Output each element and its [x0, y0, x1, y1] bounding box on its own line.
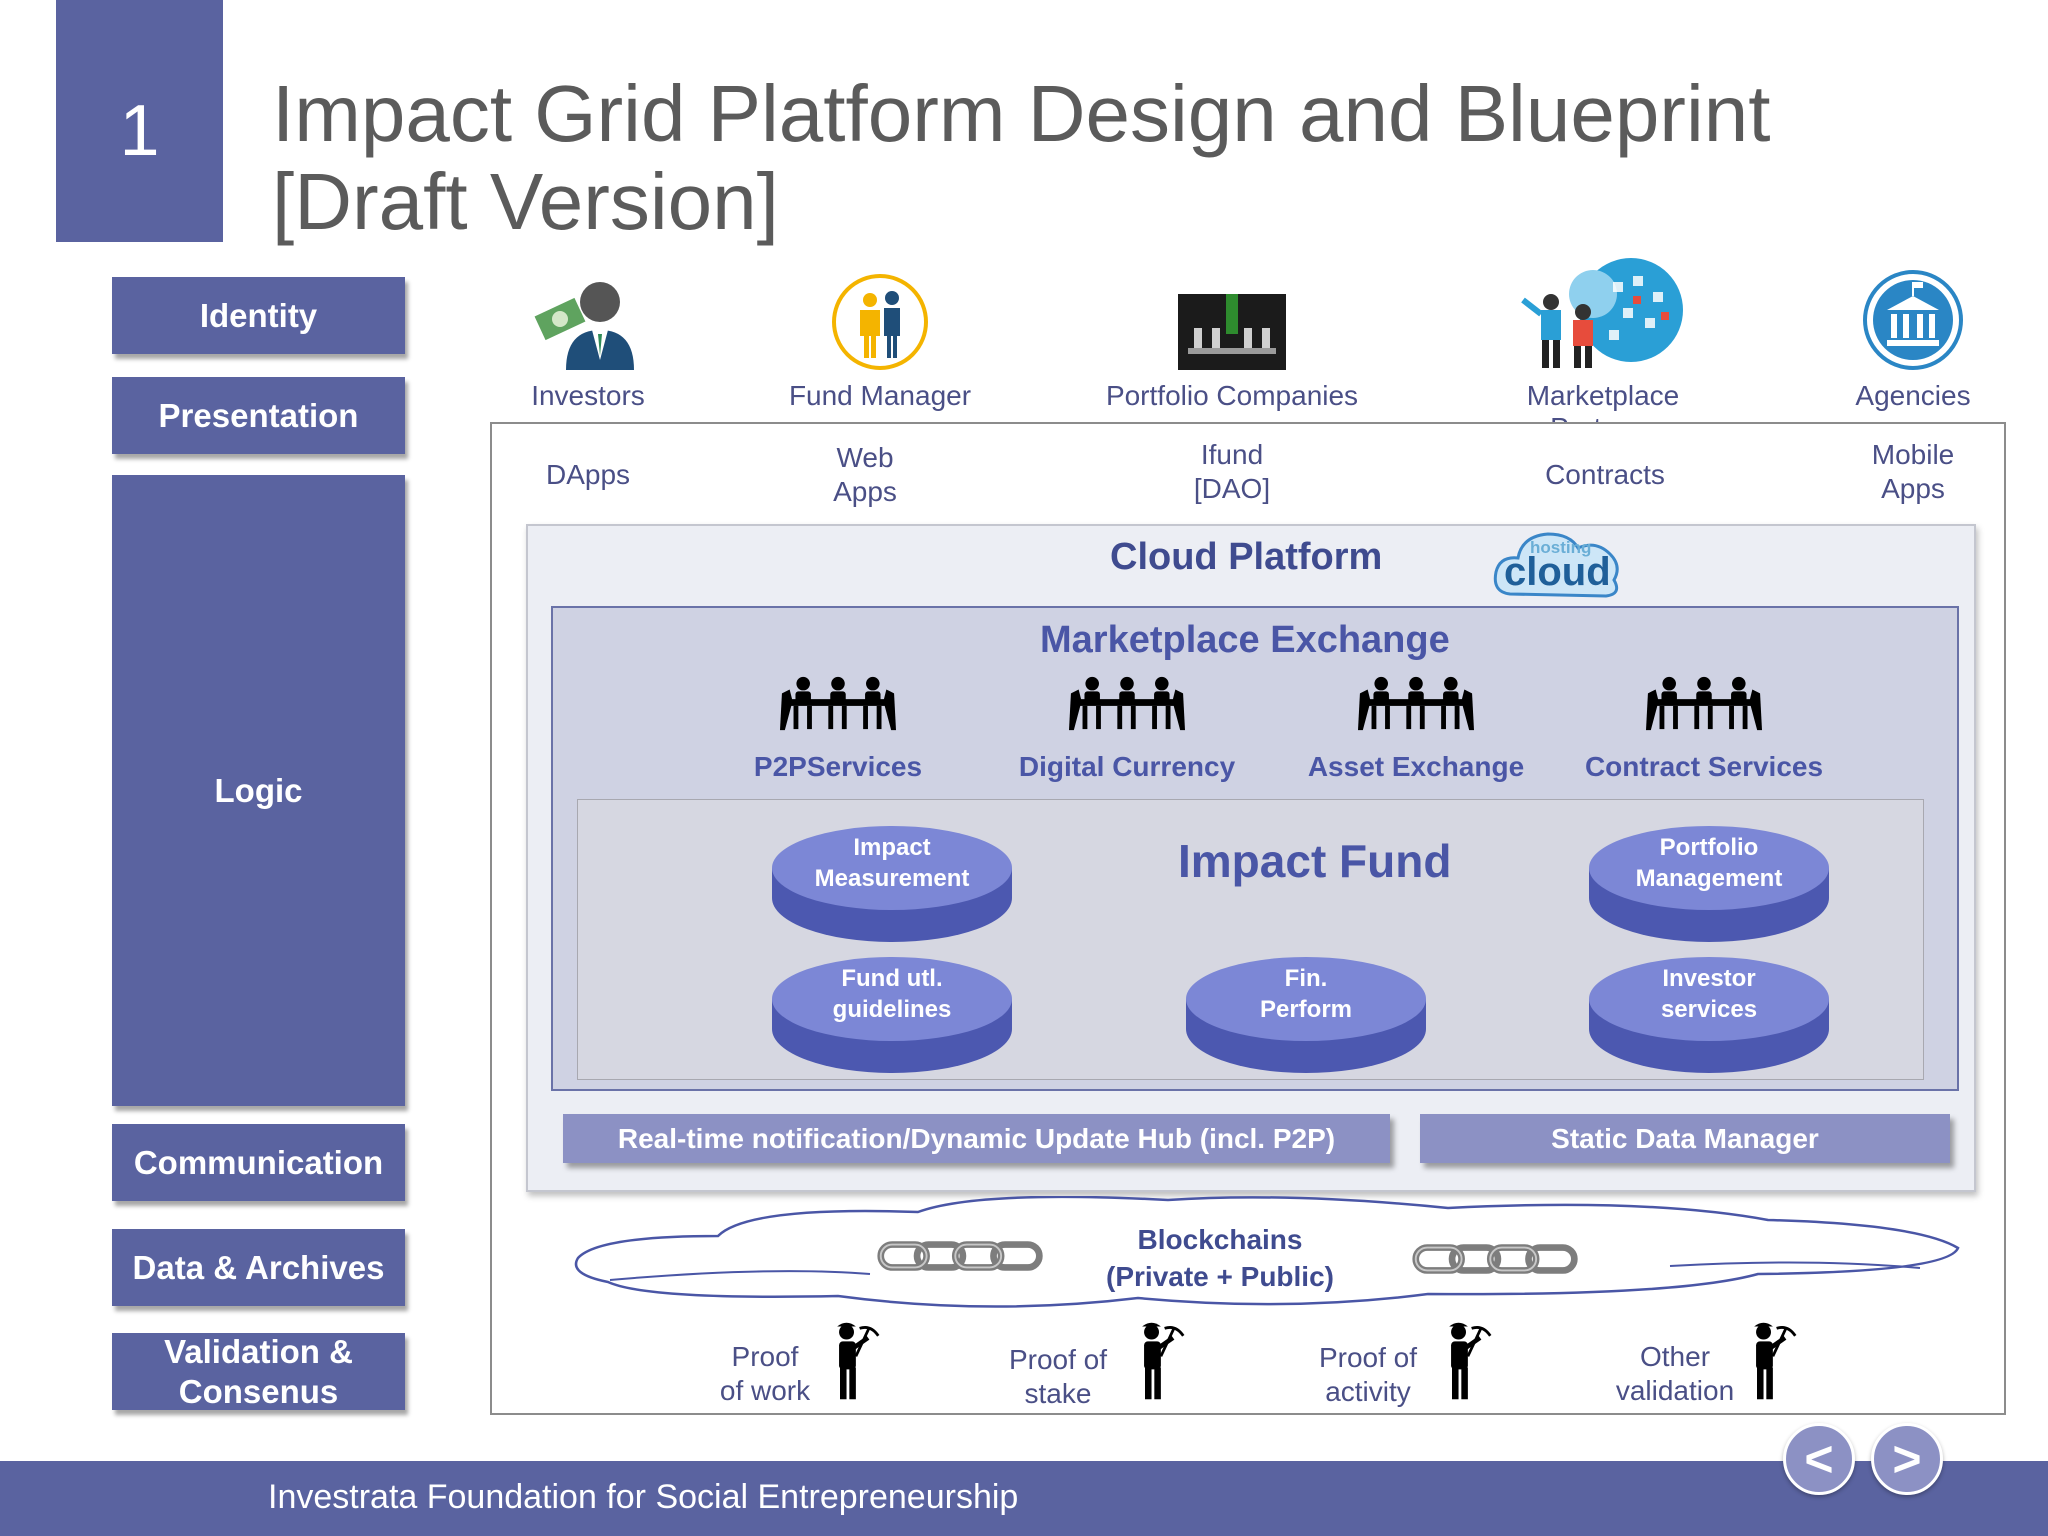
fund-manager-icon	[750, 260, 1010, 372]
layer-communication: Communication	[112, 1124, 405, 1201]
blockchain-label-line-2: (Private + Public)	[1106, 1261, 1334, 1292]
miner-icon	[1743, 1318, 1799, 1404]
module-investor-services-line-2: services	[1660, 996, 1758, 1023]
prev-slide-button[interactable]: <	[1783, 1423, 1855, 1495]
actor-fund-manager-label: Fund Manager	[788, 380, 972, 411]
impact-fund-title: Impact Fund	[1178, 835, 1452, 887]
validation-pos-line-1: Proof of	[1008, 1344, 1108, 1375]
blockchain-label-line-1: Blockchains	[1137, 1224, 1303, 1255]
cloud-logo-small-text: hosting	[1530, 538, 1592, 557]
module-investor-services-line-1: Investor	[1662, 965, 1756, 992]
layer-data-archives: Data & Archives	[112, 1229, 405, 1306]
miner-icon	[1438, 1318, 1494, 1404]
validation-other-line-1: Other	[1639, 1341, 1711, 1372]
service-asset-exchange-label: Asset Exchange	[1307, 751, 1525, 782]
app-ifund-line-1: Ifund	[1200, 439, 1264, 470]
actor-agencies: Agencies	[1783, 260, 2043, 412]
service-p2p-label: P2PServices	[753, 751, 923, 782]
module-impact-measurement: Impact Measurement	[769, 824, 1015, 946]
miner-icon	[1131, 1318, 1187, 1404]
module-fund-guidelines-line-2: guidelines	[832, 996, 952, 1023]
meeting-icon	[1357, 674, 1475, 732]
slide-number: 1	[56, 0, 223, 242]
app-ifund-line-2: [DAO]	[1193, 473, 1271, 504]
app-web-line-1: Web	[836, 442, 894, 473]
module-fin-perform: Fin. Perform	[1183, 955, 1429, 1077]
blockchain-label: Blockchains (Private + Public)	[1080, 1221, 1360, 1295]
notification-hub-bar: Real-time notification/Dynamic Update Hu…	[563, 1114, 1390, 1163]
module-fund-guidelines-line-1: Fund utl.	[841, 965, 943, 992]
validation-other: Other validation	[1600, 1340, 1750, 1408]
layer-validation-line-1: Validation &	[164, 1332, 353, 1370]
app-contracts: Contracts	[1545, 459, 1665, 490]
validation-proof-of-activity: Proof of activity	[1298, 1341, 1438, 1409]
meeting-icon	[779, 674, 897, 732]
app-dapps: DApps	[545, 459, 631, 490]
layer-logic: Logic	[112, 475, 405, 1106]
investor-icon	[458, 260, 718, 372]
cloud-logo-big-text: cloud	[1504, 550, 1611, 594]
blockchain-cloud-shape	[574, 1196, 1960, 1308]
validation-poa-line-2: activity	[1325, 1376, 1411, 1407]
bank-building-icon	[1783, 260, 2043, 372]
module-portfolio-management-line-1: Portfolio	[1659, 834, 1759, 861]
footer-org-name: Investrata Foundation for Social Entrepr…	[268, 1478, 1019, 1516]
marketplace-partners-icon	[1473, 258, 1733, 372]
actor-fund-manager: Fund Manager	[750, 260, 1010, 412]
service-p2p: P2PServices	[693, 674, 983, 783]
actor-agencies-label: Agencies	[1855, 380, 1971, 411]
validation-pos-line-2: stake	[1024, 1378, 1092, 1409]
service-asset-exchange: Asset Exchange	[1271, 674, 1561, 783]
title-line-1: Impact Grid Platform Design and Blueprin…	[272, 69, 1771, 158]
layer-presentation: Presentation	[112, 377, 405, 454]
actor-investors: Investors	[458, 260, 718, 412]
validation-proof-of-stake: Proof of stake	[988, 1343, 1128, 1411]
validation-pow-line-2: of work	[719, 1375, 811, 1406]
static-data-manager-bar: Static Data Manager	[1420, 1114, 1950, 1163]
next-slide-button[interactable]: >	[1871, 1423, 1943, 1495]
app-ifund-dao: Ifund [DAO]	[1162, 438, 1302, 506]
cloud-platform-title: Cloud Platform	[1110, 536, 1383, 578]
meeting-icon	[1645, 674, 1763, 732]
layer-validation-line-2: Consenus	[178, 1372, 339, 1410]
service-contract-services-label: Contract Services	[1584, 751, 1824, 782]
module-portfolio-management: Portfolio Management	[1586, 824, 1832, 946]
service-digital-currency-label: Digital Currency	[1018, 751, 1236, 782]
meeting-icon	[1068, 674, 1186, 732]
service-digital-currency: Digital Currency	[982, 674, 1272, 783]
hosting-cloud-logo: hosting cloud	[1490, 524, 1630, 608]
layer-identity: Identity	[112, 277, 405, 354]
validation-pow-line-1: Proof	[731, 1341, 799, 1372]
actor-investors-label: Investors	[531, 380, 645, 411]
validation-proof-of-work: Proof of work	[700, 1340, 830, 1408]
module-fund-guidelines: Fund utl. guidelines	[769, 955, 1015, 1077]
actor-portfolio-companies: Portfolio Companies	[1102, 260, 1362, 412]
actor-marketplace-partners: Marketplace Partners	[1473, 258, 1733, 444]
app-mobile-apps: Mobile Apps	[1843, 438, 1983, 506]
app-web-line-2: Apps	[833, 476, 897, 507]
portfolio-companies-icon	[1102, 260, 1362, 372]
module-fin-perform-line-1: Fin.	[1284, 965, 1328, 992]
module-fin-perform-line-2: Perform	[1259, 996, 1353, 1023]
validation-other-line-2: validation	[1615, 1375, 1735, 1406]
module-impact-measurement-line-1: Impact	[853, 834, 931, 861]
module-investor-services: Investor services	[1586, 955, 1832, 1077]
module-impact-measurement-line-2: Measurement	[814, 865, 970, 892]
module-portfolio-management-line-2: Management	[1635, 865, 1783, 892]
actor-portfolio-companies-label: Portfolio Companies	[1105, 380, 1359, 411]
app-mobile-line-1: Mobile	[1871, 439, 1955, 470]
chain-link-icon	[875, 1236, 1047, 1276]
layer-validation-consensus: Validation & Consenus	[112, 1333, 405, 1410]
app-web-apps: Web Apps	[800, 441, 930, 509]
marketplace-exchange-title: Marketplace Exchange	[1040, 619, 1450, 661]
slide-title: Impact Grid Platform Design and Blueprin…	[272, 70, 1972, 246]
chain-link-icon	[1410, 1239, 1582, 1279]
validation-poa-line-1: Proof of	[1318, 1342, 1418, 1373]
app-mobile-line-2: Apps	[1881, 473, 1945, 504]
cloud-icon	[1493, 532, 1619, 598]
footer-bar	[0, 1461, 2048, 1536]
miner-icon	[826, 1318, 882, 1404]
service-contract-services: Contract Services	[1559, 674, 1849, 783]
title-line-2: [Draft Version]	[272, 157, 779, 246]
